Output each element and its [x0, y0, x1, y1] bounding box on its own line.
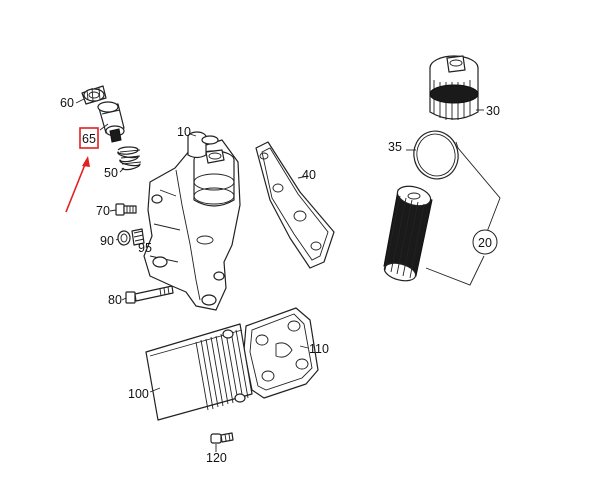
part-100-cooler [145, 323, 253, 421]
callout-120: 120 [206, 451, 227, 465]
callout-30: 30 [486, 104, 500, 118]
callout-95: 95 [138, 241, 152, 255]
callout-20-circle [472, 229, 498, 255]
part-90-seal [117, 230, 131, 246]
part-30-cap [429, 55, 479, 120]
part-120-screw [210, 432, 234, 444]
callout-70: 70 [96, 204, 110, 218]
part-50-spring [117, 146, 142, 171]
part-60-nut [81, 85, 107, 105]
part-20-filter-element [383, 185, 433, 282]
callout-90: 90 [100, 234, 114, 248]
part-35-oring [413, 130, 459, 180]
callout-40: 40 [302, 168, 316, 182]
part-80-bolt [125, 285, 174, 304]
highlight-box [79, 127, 99, 149]
callout-65: 65 [82, 132, 96, 146]
callout-10: 10 [177, 125, 191, 139]
part-65-valve [97, 101, 125, 143]
part-110-gasket [243, 307, 319, 399]
part-95-plug [131, 228, 145, 246]
callout-50: 50 [104, 166, 118, 180]
leader-lines [75, 98, 501, 452]
callout-100: 100 [128, 387, 149, 401]
callout-80: 80 [108, 293, 122, 307]
part-40-gasket [255, 141, 335, 269]
part-10-housing [143, 131, 241, 311]
highlight-arrow-head [82, 156, 90, 167]
callout-35: 35 [388, 140, 402, 154]
callout-60: 60 [60, 96, 74, 110]
callout-110: 110 [309, 342, 329, 356]
callout-20: 20 [478, 236, 492, 250]
highlight-arrow-shaft [65, 161, 87, 213]
part-70-bolt [115, 203, 137, 216]
